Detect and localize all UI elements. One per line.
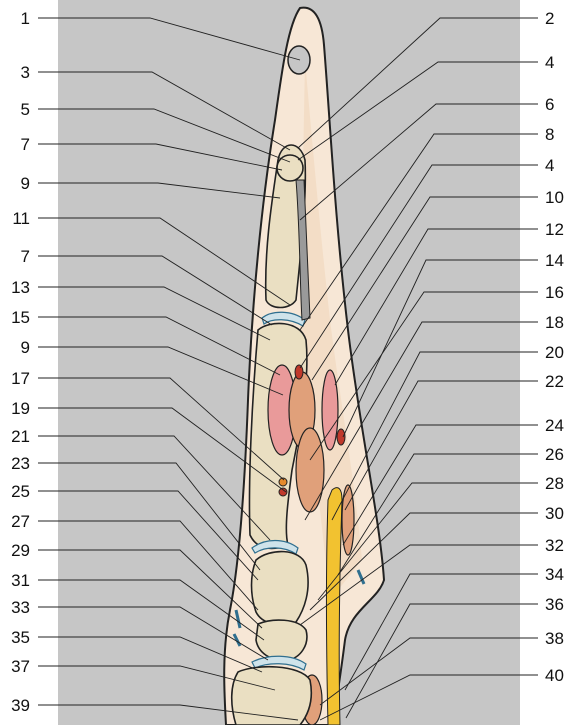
label-number: 33 xyxy=(11,598,30,617)
label-number: 9 xyxy=(21,174,30,193)
vessel-2 xyxy=(337,429,345,445)
label-number: 10 xyxy=(545,188,564,207)
label-number: 23 xyxy=(11,454,30,473)
label-number: 17 xyxy=(11,369,30,388)
label-number: 24 xyxy=(545,416,564,435)
label-number: 37 xyxy=(11,657,30,676)
label-number: 5 xyxy=(21,100,30,119)
vessel-1 xyxy=(295,365,303,379)
label-number: 40 xyxy=(545,666,564,685)
label-number: 39 xyxy=(11,696,30,715)
label-number: 7 xyxy=(21,247,30,266)
label-number: 31 xyxy=(11,571,30,590)
label-number: 29 xyxy=(11,541,30,560)
label-number: 20 xyxy=(545,343,564,362)
label-number: 8 xyxy=(545,125,554,144)
label-number: 28 xyxy=(545,474,564,493)
label-number: 38 xyxy=(545,629,564,648)
label-number: 36 xyxy=(545,595,564,614)
label-number: 16 xyxy=(545,283,564,302)
label-number: 3 xyxy=(21,63,30,82)
label-number: 21 xyxy=(11,427,30,446)
label-number: 22 xyxy=(545,372,564,391)
nerve xyxy=(327,488,343,725)
label-number: 34 xyxy=(545,565,564,584)
label-number: 25 xyxy=(11,482,30,501)
label-number: 26 xyxy=(545,445,564,464)
label-number: 27 xyxy=(11,512,30,531)
label-number: 11 xyxy=(12,209,30,228)
label-number: 6 xyxy=(545,95,554,114)
label-number: 7 xyxy=(21,135,30,154)
label-number: 14 xyxy=(545,251,564,270)
label-number: 18 xyxy=(545,313,564,332)
label-number: 9 xyxy=(21,338,30,357)
label-number: 32 xyxy=(545,536,564,555)
label-number: 35 xyxy=(11,628,30,647)
label-number: 2 xyxy=(545,9,554,28)
proximal-bone-1 xyxy=(252,552,309,625)
label-number: 13 xyxy=(11,278,30,297)
label-number: 4 xyxy=(545,156,554,175)
label-number: 12 xyxy=(545,220,564,239)
label-number: 19 xyxy=(11,399,30,418)
muscle-orange-2 xyxy=(296,428,324,512)
label-number: 15 xyxy=(11,308,30,327)
label-number: 1 xyxy=(21,9,30,28)
label-number: 4 xyxy=(545,53,554,72)
label-number: 30 xyxy=(545,504,564,523)
